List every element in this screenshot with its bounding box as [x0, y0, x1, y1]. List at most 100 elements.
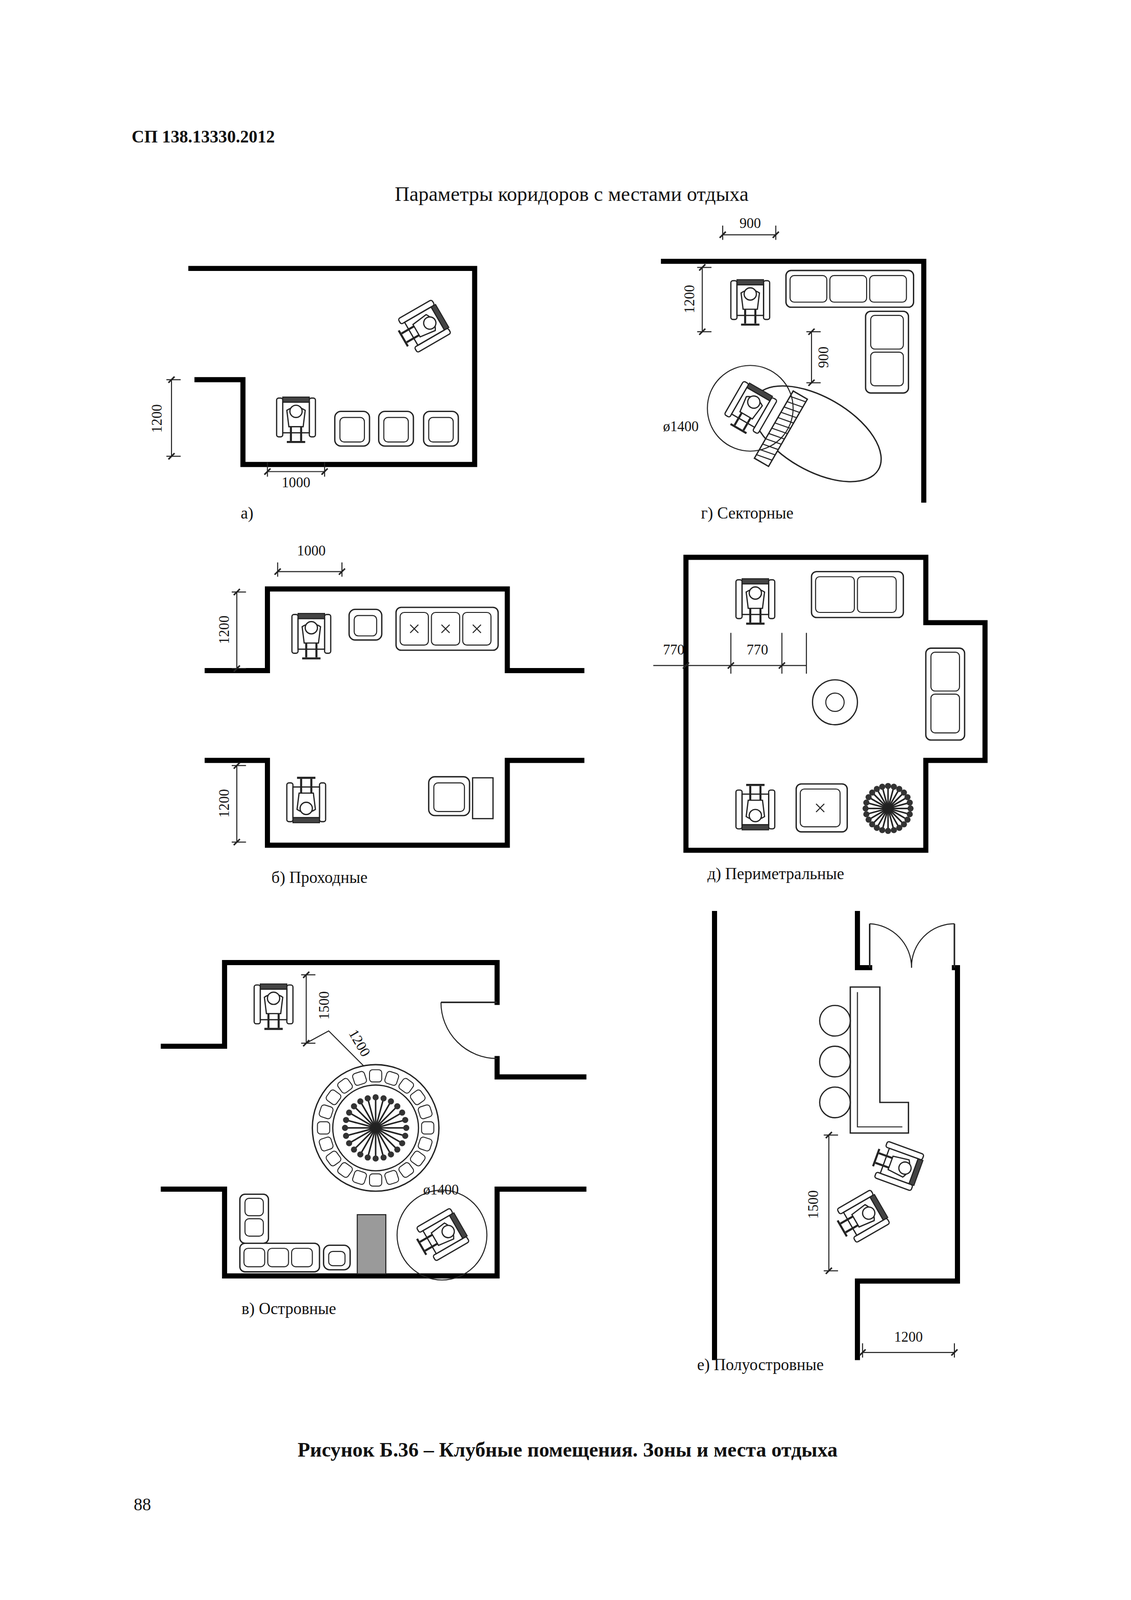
person-head: [290, 405, 303, 418]
document-code: СП 138.13330.2012: [130, 128, 277, 148]
dimension-tick: [264, 468, 271, 475]
wheel: [309, 398, 316, 437]
dimension-line: [267, 470, 325, 472]
footrest: [302, 657, 321, 660]
wall: [163, 1189, 584, 1277]
person-head: [267, 992, 280, 1005]
dimension-extension: [730, 633, 732, 674]
dimension-tick: [808, 379, 815, 386]
cushion-mark: [816, 803, 825, 812]
person-leg: [878, 1153, 893, 1159]
backrest: [741, 578, 769, 584]
plan-label: 1200: [216, 614, 233, 646]
wheel: [768, 789, 775, 829]
door-swing: [869, 923, 912, 968]
dimension-extension: [823, 1134, 839, 1136]
wheelchair-symbol: [832, 1189, 891, 1246]
person-head: [744, 287, 757, 300]
footrest: [264, 1027, 283, 1030]
backrest: [737, 279, 764, 285]
person-leg: [406, 334, 420, 342]
leaf: [888, 808, 894, 831]
person-leg: [754, 309, 757, 324]
leaf: [375, 1127, 392, 1155]
sofa-frame: [925, 647, 965, 740]
door-leaf: [953, 923, 955, 968]
armchair-frame: [323, 1245, 351, 1270]
leaf-tip: [350, 1103, 357, 1110]
wheel: [768, 579, 775, 619]
sofa-symbol: [785, 270, 914, 308]
wall: [207, 589, 583, 671]
wall: [663, 261, 924, 500]
backrest: [741, 824, 769, 830]
dimension-extension: [166, 455, 181, 457]
sofa-symbol: [811, 571, 904, 618]
footrest: [286, 441, 306, 443]
person-leg: [734, 412, 742, 426]
leaf-tip: [402, 1132, 409, 1139]
person-head: [299, 802, 313, 815]
seat: [260, 988, 287, 1020]
dimension-tick: [699, 264, 706, 271]
leaf: [888, 796, 908, 809]
wheelchair-symbol: [393, 298, 452, 356]
island-ring: [312, 1064, 440, 1192]
island-seat: [336, 1161, 354, 1179]
person-head: [749, 586, 762, 599]
dimension-extension: [781, 633, 783, 674]
door-swing: [911, 923, 955, 968]
door-leaf: [868, 923, 871, 968]
wheel: [763, 280, 770, 320]
dimension-tick: [274, 568, 281, 575]
dimension-line: [236, 591, 238, 669]
person-leg: [305, 643, 307, 658]
sofa-cushion: [870, 315, 904, 349]
plan-label: 1200: [682, 283, 698, 315]
dimension-tick: [168, 453, 175, 460]
person-leg: [749, 608, 752, 623]
leaf-tip: [906, 799, 913, 806]
island-seat: [421, 1121, 434, 1134]
leaf: [882, 786, 889, 809]
person-head: [860, 1204, 878, 1222]
leaf: [888, 808, 900, 829]
person-leg: [759, 785, 762, 801]
leaf: [876, 789, 889, 809]
leaf-tip: [372, 1155, 379, 1162]
leaf-tip: [342, 1132, 349, 1139]
person-leg: [267, 1013, 270, 1029]
sofa-cushion: [829, 275, 867, 303]
plan-label: 1500: [316, 989, 333, 1021]
footrest: [398, 330, 408, 347]
sofa-cushion: [931, 694, 960, 733]
person-leg: [749, 785, 752, 801]
wheel: [254, 985, 261, 1025]
leaf-tip: [342, 1116, 349, 1124]
island-seat: [409, 1150, 427, 1168]
dimension-tick: [168, 376, 175, 383]
grey-block: [357, 1214, 386, 1274]
leaf: [375, 1119, 406, 1128]
leaf-tip: [398, 1109, 406, 1116]
dimension-line: [305, 974, 307, 1044]
wheelchair-symbol: [869, 1139, 925, 1192]
dimension-tick: [233, 589, 240, 596]
armchair-cushion: [354, 615, 377, 637]
leaf-tip: [884, 782, 891, 790]
sofa-cushion: [931, 652, 960, 691]
sofa-frame: [396, 607, 499, 651]
round-table-top: [825, 693, 845, 712]
cushion-mark: [410, 624, 419, 633]
footrest: [297, 776, 316, 779]
sofa-frame: [865, 311, 909, 393]
leaf-tip: [884, 827, 891, 834]
island-seat: [384, 1070, 400, 1087]
island-seat: [351, 1070, 368, 1087]
backrest: [260, 983, 287, 989]
leaf-tip: [873, 785, 880, 792]
sofa-symbol: [239, 1243, 320, 1272]
sofa-cushion: [869, 275, 907, 303]
backrest: [292, 817, 320, 823]
